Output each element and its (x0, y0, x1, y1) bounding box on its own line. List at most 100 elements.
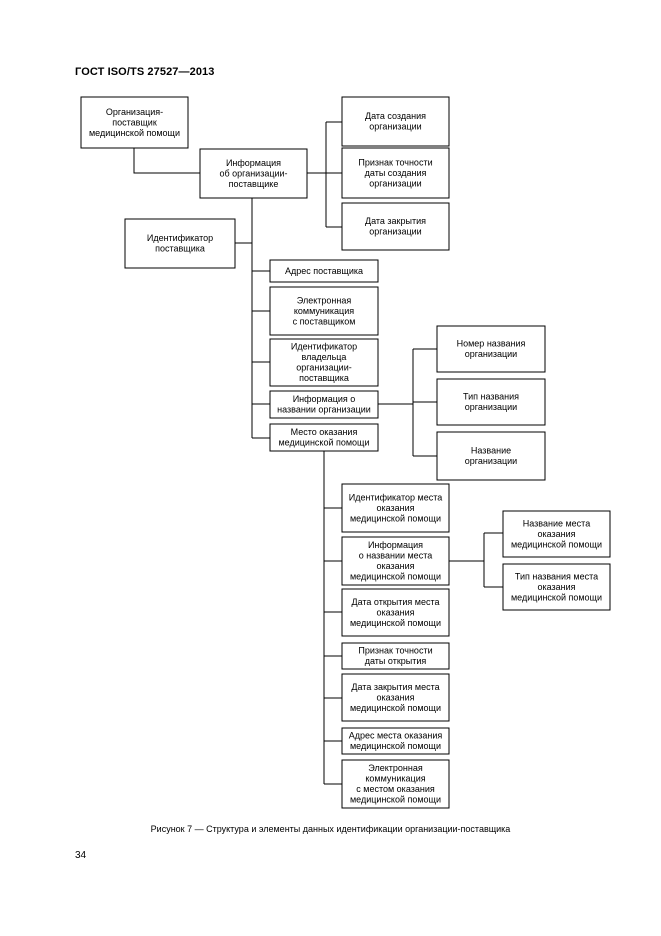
box-label-line: медицинской помощи (350, 618, 441, 628)
box-label-line: организации- (296, 363, 351, 373)
box-frame (341, 147, 450, 199)
box-label-line: медицинской помощи (350, 741, 441, 751)
box-label-line: организации (369, 122, 421, 132)
box-label-line: медицинской помощи (350, 513, 441, 523)
page-header: ГОСТ ISO/TS 27527—2013 (75, 66, 215, 78)
box-label-line: Организация- (106, 107, 163, 117)
box-label-line: Дата открытия места (351, 597, 439, 607)
box-frame (341, 588, 450, 637)
box-label-line: Место оказания (291, 427, 358, 437)
page-number: 34 (75, 850, 87, 861)
box-label-line: оказания (376, 561, 414, 571)
box-frame (502, 563, 611, 611)
box-label-line: с местом оказания (356, 784, 435, 794)
box-label-line: владельца (302, 352, 347, 362)
box-frame (269, 423, 379, 452)
box-frame (80, 96, 189, 149)
box-label-line: коммуникация (365, 774, 425, 784)
box-label-line: медицинской помощи (350, 795, 441, 805)
box-label-line: Идентификатор места (349, 492, 442, 502)
box-label-line: организации (369, 178, 421, 188)
box-frame (341, 483, 450, 533)
box-frame (269, 338, 379, 387)
box-frame (269, 259, 379, 283)
box-label-line: медицинской помощи (511, 592, 602, 602)
box-label-line: Номер названия (457, 339, 526, 349)
box-frame (436, 378, 546, 426)
box-label-line: организации (465, 349, 517, 359)
box-label-line: поставщика (299, 373, 349, 383)
box-label-line: Информация (226, 158, 281, 168)
box-label-line: Дата создания (365, 111, 426, 121)
box-frame (341, 536, 450, 586)
box-label-line: организации (369, 227, 421, 237)
box-label-line: организации (465, 402, 517, 412)
box-supplier-address: Адрес поставщика (269, 259, 379, 283)
box-label-line: о названии места (359, 551, 432, 561)
box-label-line: Идентификатор (147, 233, 213, 243)
box-frame (341, 727, 450, 755)
box-label-line: медицинской помощи (278, 438, 369, 448)
box-frame (502, 510, 611, 558)
box-label-line: поставщике (229, 179, 279, 189)
box-label-line: оказания (376, 692, 414, 702)
box-label-line: Информация (368, 540, 423, 550)
box-label-line: оказания (537, 529, 575, 539)
box-label-line: с поставщиком (293, 316, 356, 326)
box-frame (436, 325, 546, 373)
box-label-line: Идентификатор (291, 342, 357, 352)
box-label-line: Информация о (293, 394, 356, 404)
box-frame (341, 202, 450, 251)
box-label-line: Электронная (368, 763, 423, 773)
box-label-line: коммуникация (294, 306, 354, 316)
box-frame (341, 96, 450, 147)
box-label-line: Название места (523, 518, 590, 528)
figure-caption: Рисунок 7 — Структура и элементы данных … (150, 824, 511, 834)
box-label-line: Тип названия (463, 392, 519, 402)
box-label-line: оказания (376, 607, 414, 617)
box-frame (124, 218, 236, 269)
box-label-line: Признак точности (358, 157, 432, 167)
box-label-line: медицинской помощи (511, 539, 602, 549)
box-frame (269, 286, 379, 336)
box-label-line: Адрес поставщика (285, 266, 363, 276)
box-label-line: Адрес места оказания (349, 731, 443, 741)
box-label-line: названии организации (277, 405, 371, 415)
box-label-line: организации (465, 456, 517, 466)
box-label-line: медицинской помощи (350, 572, 441, 582)
box-label-line: медицинской помощи (350, 703, 441, 713)
box-frame (341, 759, 450, 809)
box-frame (341, 642, 450, 670)
box-label-line: даты открытия (365, 656, 427, 666)
box-label-line: Дата закрытия (365, 216, 426, 226)
box-label-line: оказания (537, 582, 575, 592)
connector-lines (133, 121, 503, 785)
box-frame (199, 148, 308, 199)
box-label-line: Тип названия места (515, 571, 598, 581)
box-label-line: Название (471, 446, 511, 456)
box-frame (436, 431, 546, 481)
box-label-line: Дата закрытия места (351, 682, 439, 692)
connector-supplier-info (133, 148, 200, 174)
box-label-line: поставщика (155, 244, 205, 254)
box-owner-id: Идентификаторвладельцаорганизации-постав… (269, 338, 379, 387)
box-label-line: даты создания (365, 168, 427, 178)
